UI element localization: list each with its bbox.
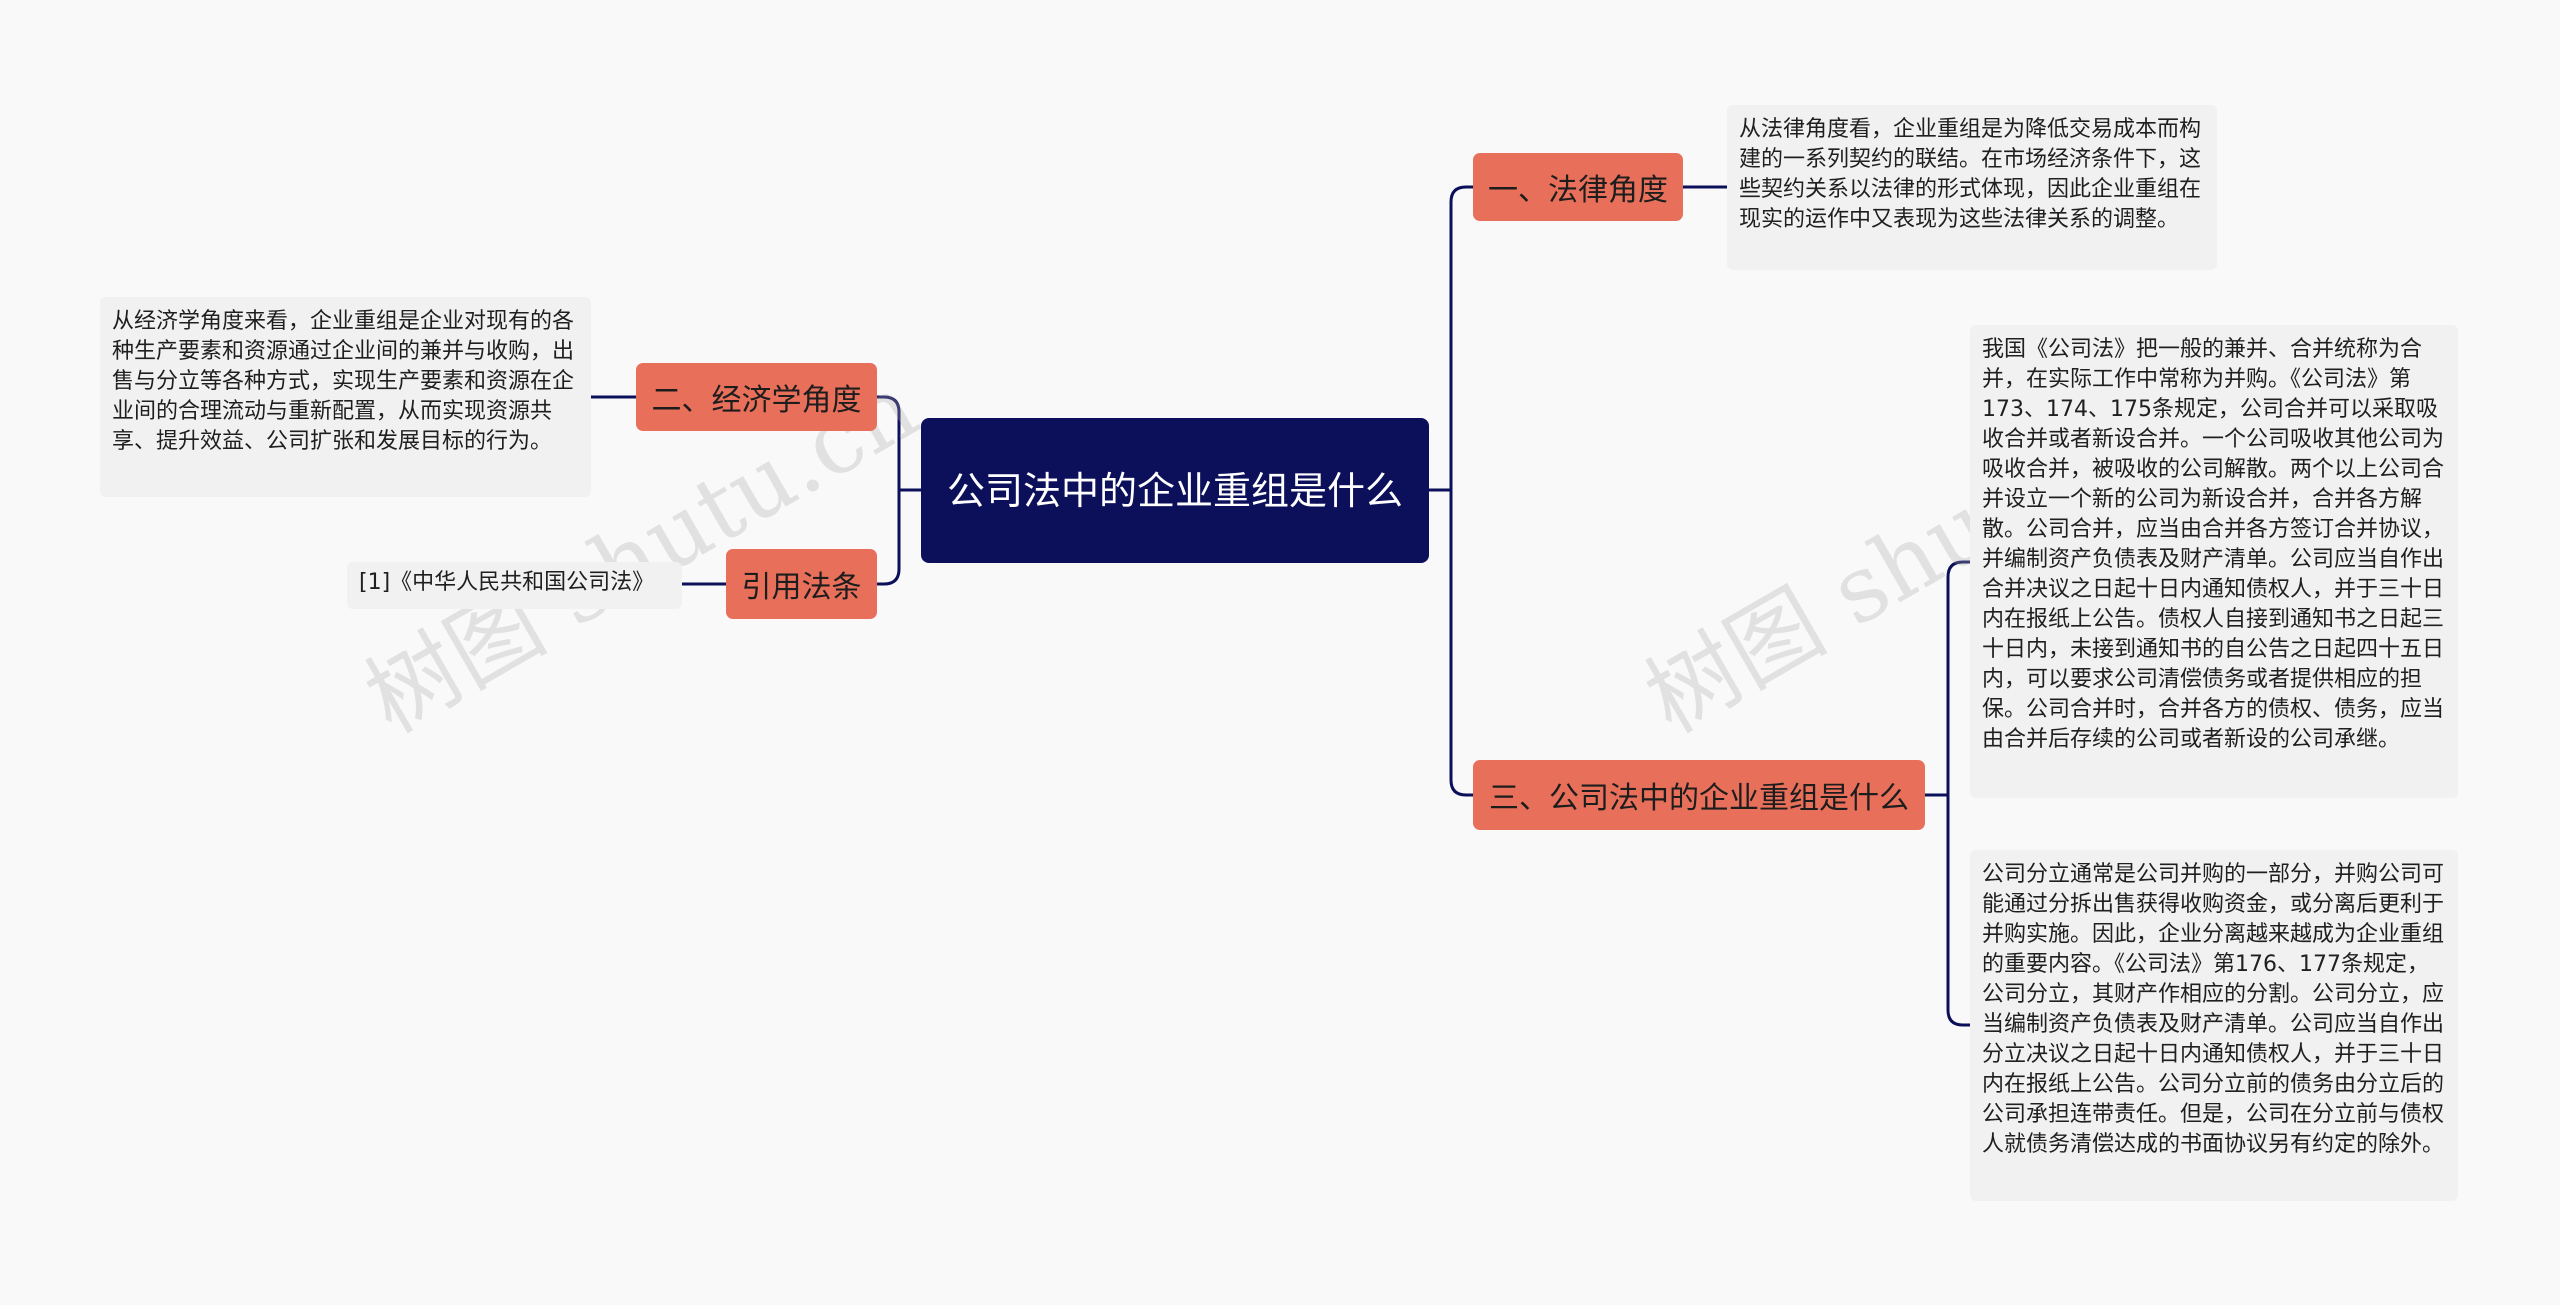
branch-legal-label: 一、法律角度 <box>1488 173 1668 208</box>
branch-what-label: 三、公司法中的企业重组是什么 <box>1489 781 1909 816</box>
leaf-economic-content: 从经济学角度来看，企业重组是企业对现有的各种生产要素和资源通过企业间的兼并与收购… <box>112 309 575 454</box>
connector-left-trunk <box>882 395 901 586</box>
leaf-economic-text[interactable]: 从经济学角度来看，企业重组是企业对现有的各种生产要素和资源通过企业间的兼并与收购… <box>100 297 591 497</box>
leaf-legal-text[interactable]: 从法律角度看，企业重组是为降低交易成本而构建的一系列契约的联结。在市场经济条件下… <box>1727 105 2217 270</box>
leaf-division-text[interactable]: 公司分立通常是公司并购的一部分，并购公司可能通过分拆出售获得收购资金，或分离后更… <box>1970 850 2458 1201</box>
root-topic[interactable]: 公司法中的企业重组是什么 <box>921 418 1429 563</box>
leaf-citation-content: [1]《中华人民共和国公司法》 <box>359 570 655 595</box>
branch-citation-label: 引用法条 <box>741 570 862 605</box>
leaf-legal-content: 从法律角度看，企业重组是为降低交易成本而构建的一系列契约的联结。在市场经济条件下… <box>1739 117 2202 232</box>
branch-citation[interactable]: 引用法条 <box>726 549 877 619</box>
branch-corporate-restructuring[interactable]: 三、公司法中的企业重组是什么 <box>1473 760 1925 830</box>
branch-legal-perspective[interactable]: 一、法律角度 <box>1473 153 1683 221</box>
branch-economic-perspective[interactable]: 二、经济学角度 <box>636 363 877 431</box>
connector-right-trunk <box>1449 185 1468 797</box>
root-topic-label: 公司法中的企业重组是什么 <box>946 468 1403 513</box>
leaf-division-content: 公司分立通常是公司并购的一部分，并购公司可能通过分拆出售获得收购资金，或分离后更… <box>1982 862 2445 1157</box>
branch-economic-label: 二、经济学角度 <box>651 383 862 418</box>
connector-what-trunk <box>1946 560 1965 1027</box>
leaf-merger-text[interactable]: 我国《公司法》把一般的兼并、合并统称为合并，在实际工作中常称为并购。《公司法》第… <box>1970 325 2458 798</box>
leaf-merger-content: 我国《公司法》把一般的兼并、合并统称为合并，在实际工作中常称为并购。《公司法》第… <box>1982 337 2445 752</box>
leaf-citation-text[interactable]: [1]《中华人民共和国公司法》 <box>347 562 682 609</box>
